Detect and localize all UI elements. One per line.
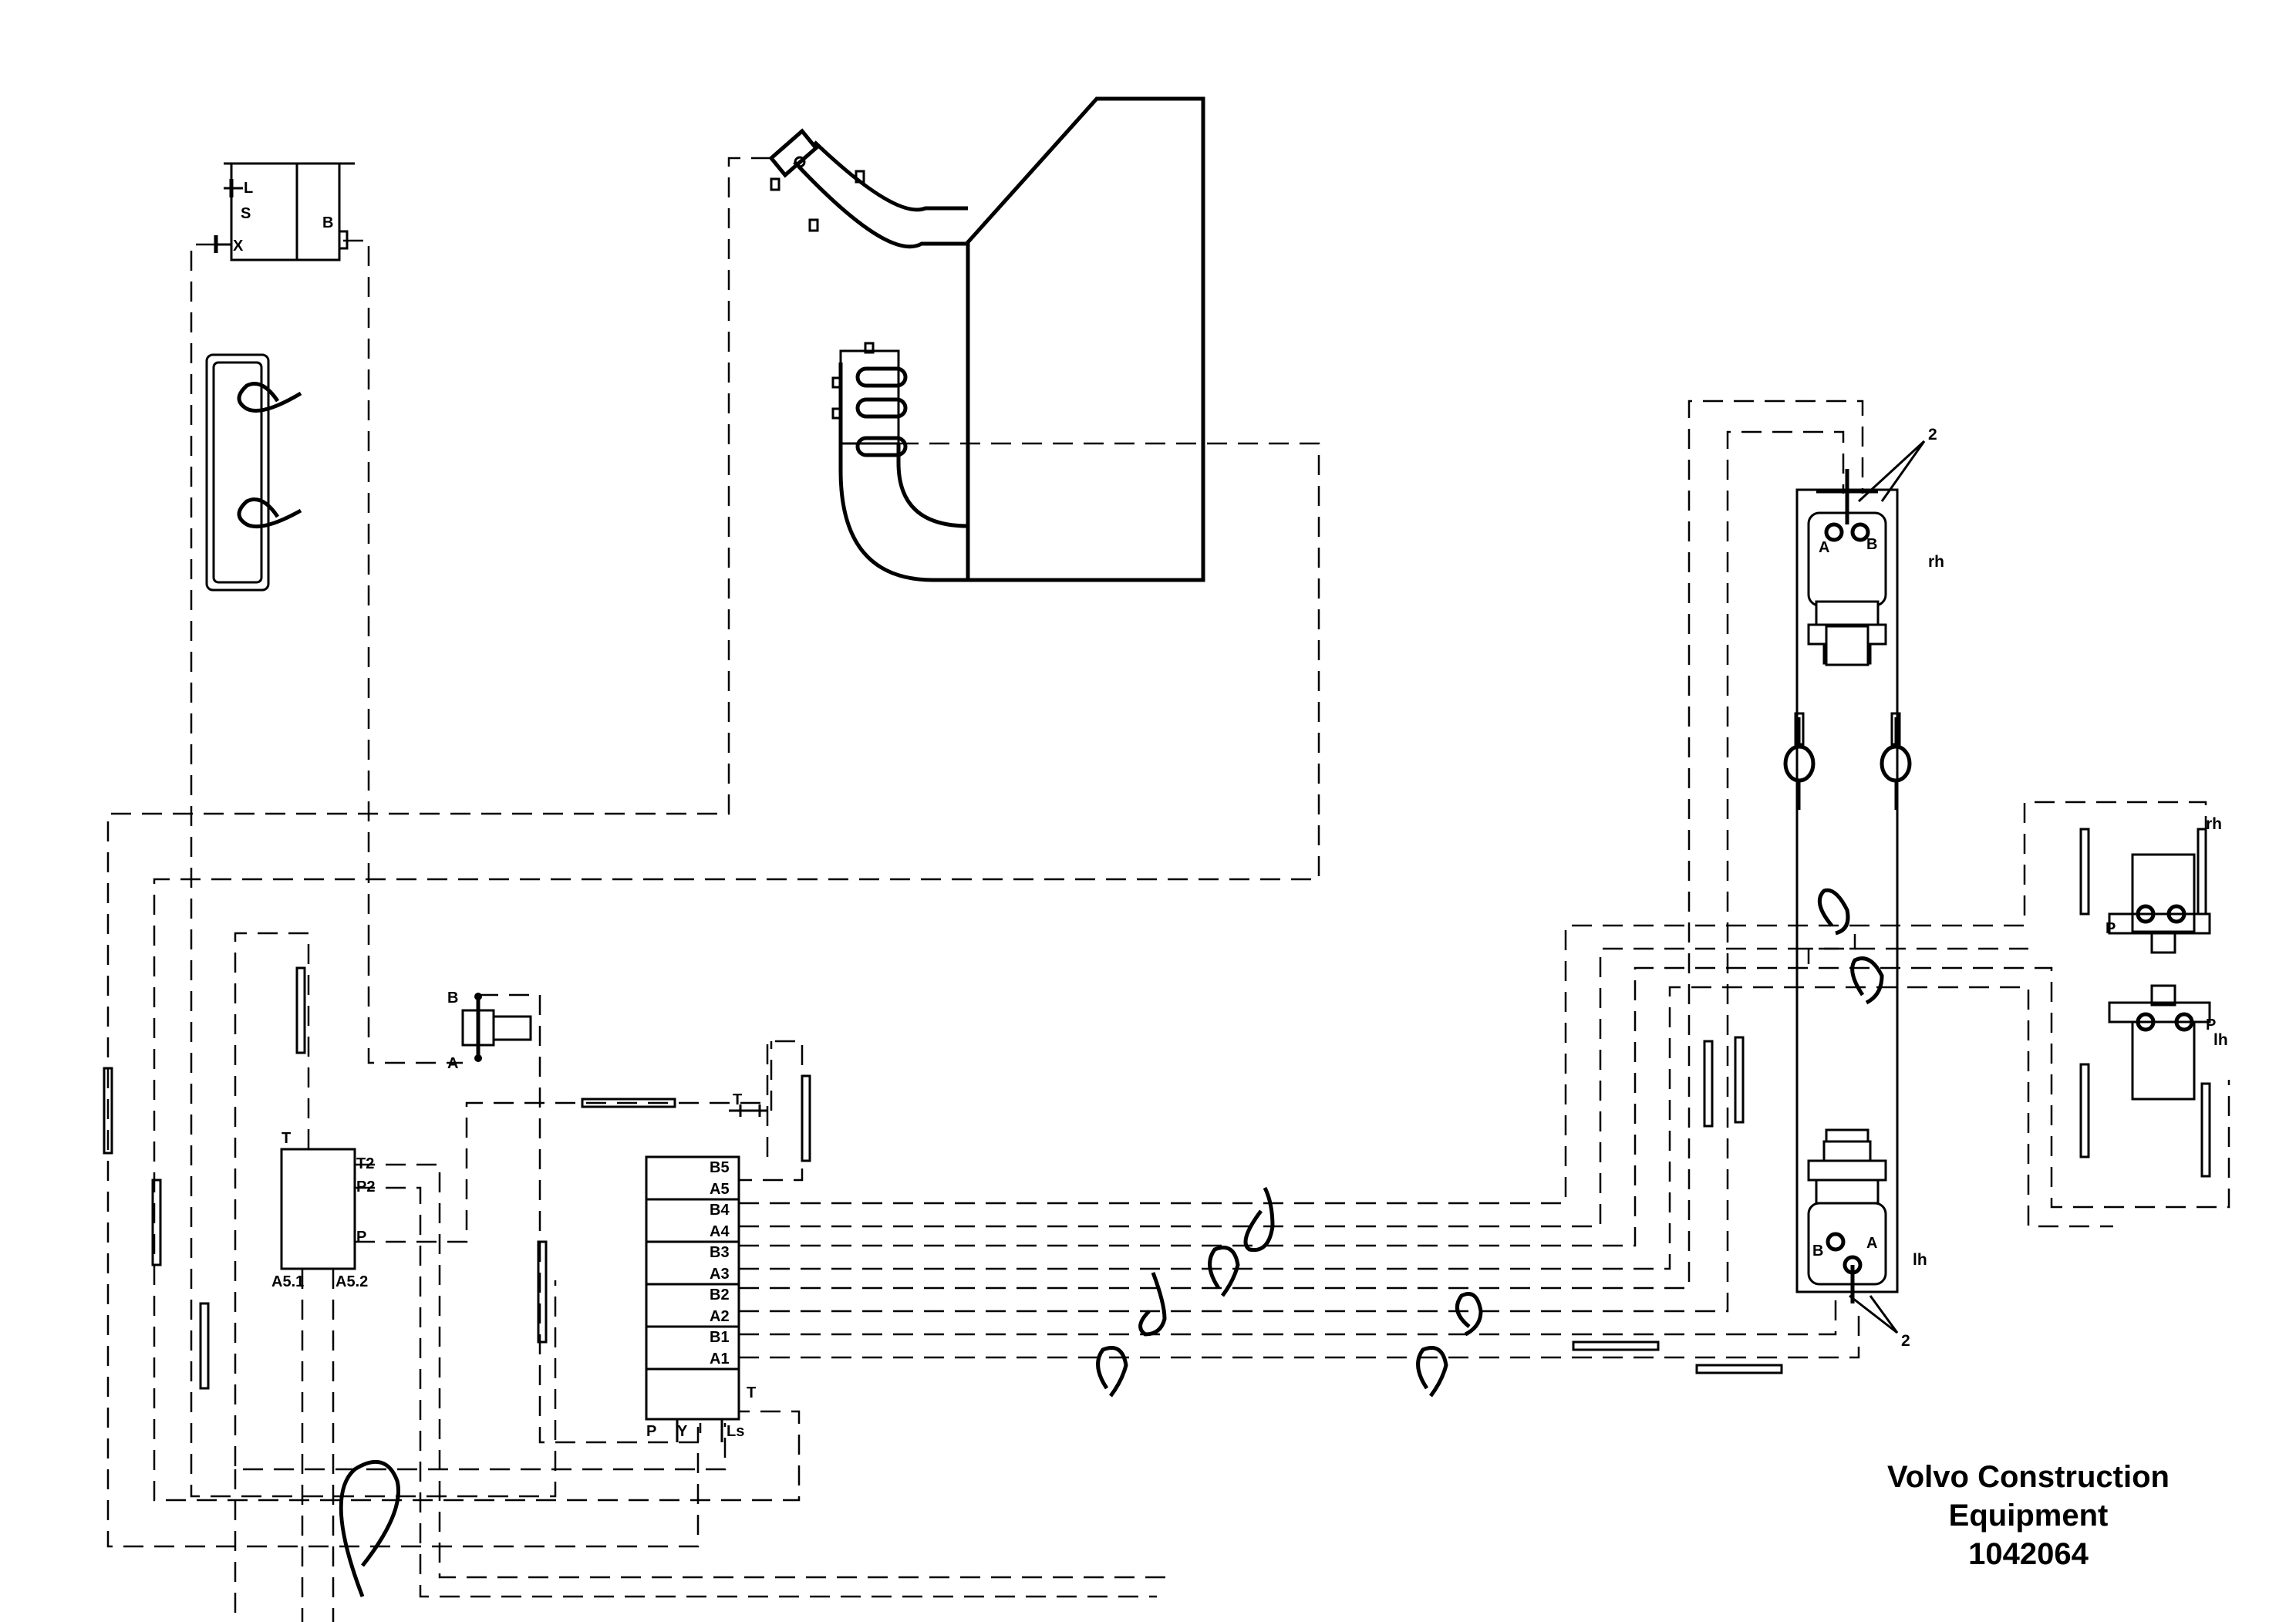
valve-port-p: P: [646, 1423, 656, 1440]
valve-port-a4: A4: [710, 1223, 730, 1240]
valve-port-b5: B5: [710, 1159, 730, 1176]
motor-rh-port-b: B: [1866, 536, 1877, 553]
tee-port-t: T: [733, 1091, 742, 1108]
cyl-rh-label: rh: [2206, 815, 2222, 833]
pilot-port-b: B: [322, 214, 333, 231]
valve-port-b4: B4: [710, 1202, 730, 1219]
block-port-p: P: [356, 1229, 366, 1246]
main-control-valve: B5 A5 B4 A4 B3 A3 B2 A2 B1 A1 T P Y Ls: [645, 1155, 756, 1442]
motor-lh-port-b: B: [1812, 1243, 1823, 1259]
valve-port-b2: B2: [710, 1286, 730, 1303]
valve-port-a3: A3: [710, 1266, 730, 1283]
motor-lh-port-a: A: [1866, 1235, 1877, 1252]
cyl-lh-port-p: P: [2206, 1017, 2216, 1034]
shuttle-port-b: B: [447, 990, 458, 1007]
cable-tie-loops: [339, 888, 1884, 1597]
valve-port-b1: B1: [710, 1329, 730, 1346]
accumulator-hose-group: [205, 353, 302, 592]
rotary-coupling-right: [1880, 712, 1912, 810]
cylinder-lh: lh P: [2108, 984, 2228, 1101]
travel-motor-rh: A B rh: [1795, 469, 1944, 1293]
block-port-a52: A5.2: [335, 1273, 368, 1290]
company-name-line1: Volvo Construction: [1887, 1460, 2170, 1494]
cyl-lh-label: lh: [2213, 1031, 2228, 1049]
block-port-a51: A5.1: [271, 1273, 304, 1290]
pilot-port-s: S: [241, 205, 251, 222]
pilot-port-l: L: [244, 180, 253, 197]
valve-port-a5: A5: [710, 1181, 730, 1198]
rotary-coupling-left: [1783, 712, 1816, 810]
part-number: 1042064: [1968, 1537, 2089, 1571]
pilot-port-x: X: [233, 238, 244, 255]
valve-port-b3: B3: [710, 1244, 730, 1261]
travel-motor-lh: B A lh: [1807, 1128, 1927, 1303]
motor-rh-port-a: A: [1819, 539, 1829, 556]
shuttle-valve: B A: [447, 990, 532, 1072]
valve-port-y: Y: [677, 1423, 688, 1440]
cyl-rh-port-p: P: [2106, 920, 2116, 937]
company-name-line2: Equipment: [1948, 1499, 2109, 1533]
valve-port-t: T: [747, 1384, 756, 1401]
hydraulic-tank: [768, 96, 1205, 582]
cylinder-rh: rh P: [2106, 815, 2222, 954]
control-block: T T2 P2 P A5.1 A5.2: [271, 1130, 375, 1290]
valve-port-a2: A2: [710, 1308, 730, 1325]
motor-lh-side-label: lh: [1913, 1251, 1927, 1269]
callout-2-bottom-label: 2: [1901, 1332, 1910, 1350]
callout-2-bottom: 2: [1849, 1294, 1910, 1350]
valve-port-a1: A1: [710, 1351, 730, 1367]
hose-segments: [103, 828, 2211, 1390]
block-port-t: T: [282, 1130, 291, 1147]
callout-2-top: 2: [1857, 426, 1937, 503]
motor-rh-side-label: rh: [1928, 553, 1944, 571]
hose-routes: [106, 157, 2230, 1622]
valve-port-ls: Ls: [727, 1423, 744, 1440]
title-block: Volvo Construction Equipment 1042064: [1866, 1458, 2190, 1573]
tee-fitting: T: [729, 1091, 767, 1117]
pilot-valve: L S X B: [214, 162, 355, 261]
callout-2-top-label: 2: [1928, 426, 1937, 443]
